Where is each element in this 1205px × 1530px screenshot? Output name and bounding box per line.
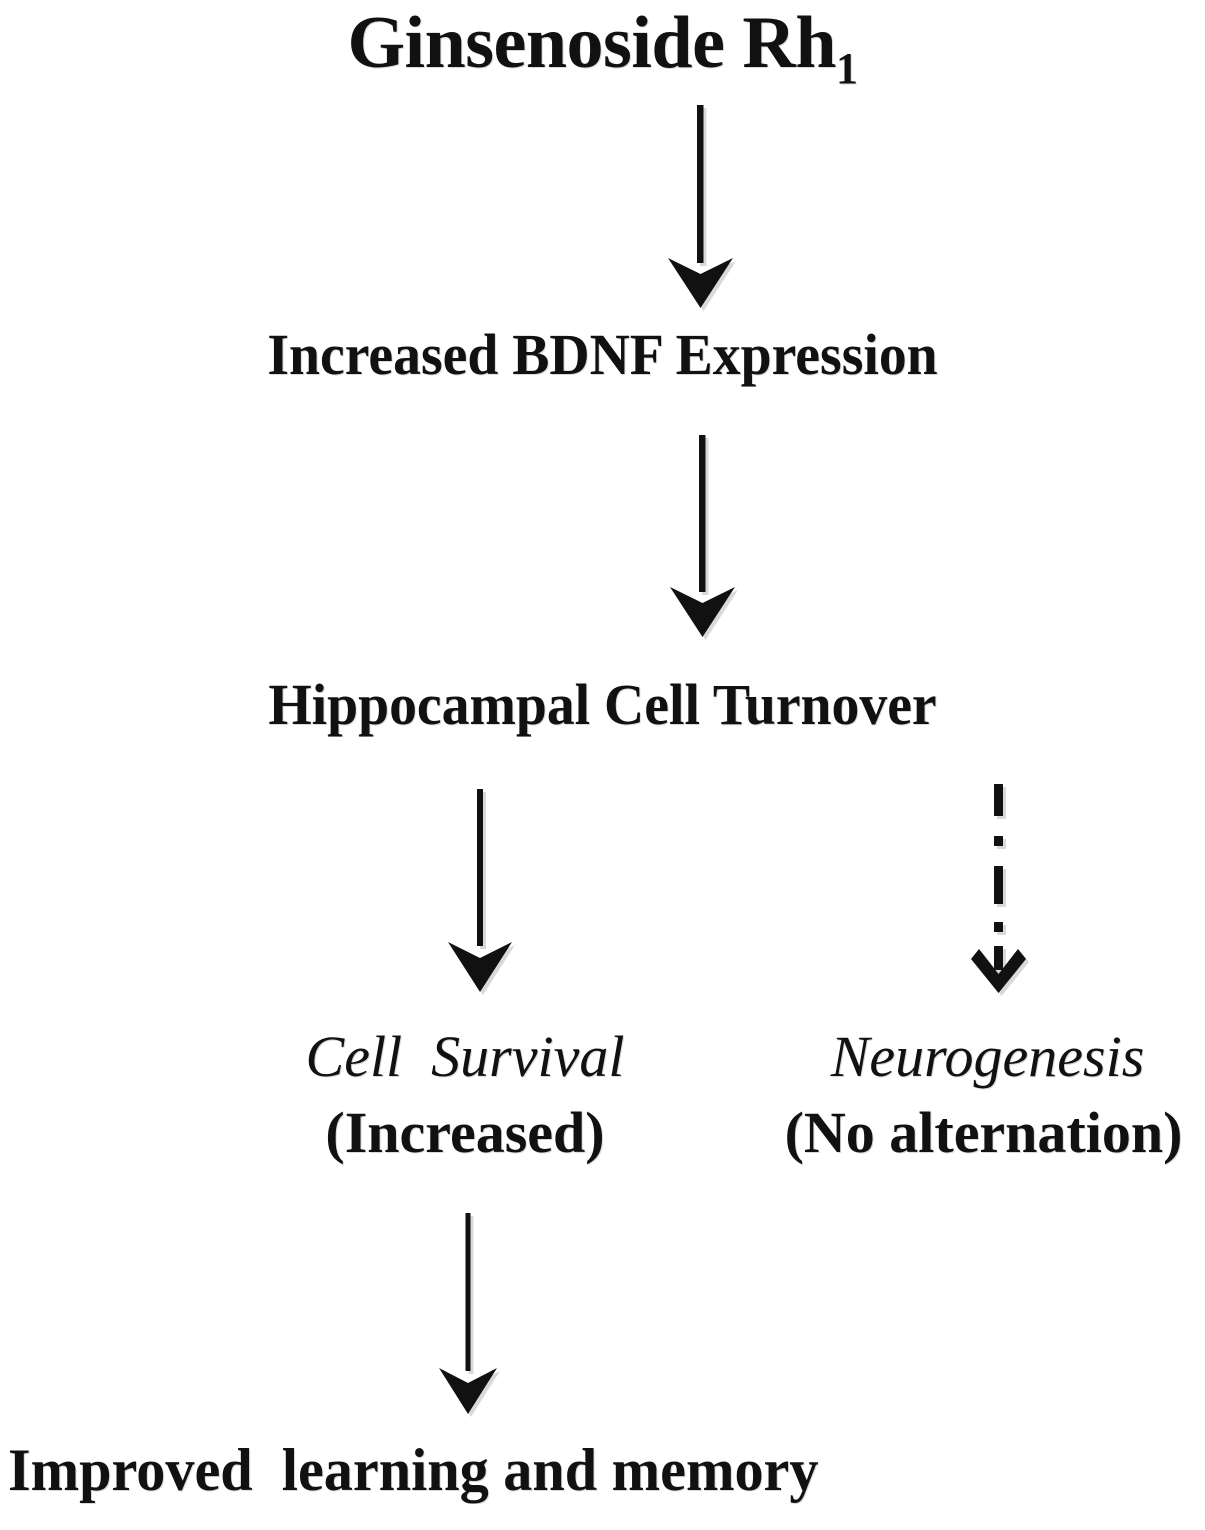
node-neurogenesis: Neurogenesis xyxy=(830,1024,1145,1089)
node-increased-bdnf-expression: Increased BDNF Expression xyxy=(267,322,938,387)
node-improved-learning-and-memory: Improved learning and memory xyxy=(8,1437,819,1503)
node-title-text: Ginsenoside Rh xyxy=(347,2,837,84)
node-cell-survival: Cell Survival xyxy=(305,1024,625,1089)
node-cell-survival-state: (Increased) xyxy=(325,1100,605,1165)
arrow-turnover-to-cell-survival xyxy=(448,789,515,995)
arrow-title-to-bdnf xyxy=(668,105,736,311)
arrow-turnover-to-neurogenesis xyxy=(971,784,1029,996)
arrow-bdnf-to-turnover xyxy=(670,435,738,640)
node-ginsenoside-rh1: Ginsenoside Rh1 xyxy=(0,6,1205,91)
node-neurogenesis-state: (No alternation) xyxy=(784,1100,1183,1165)
arrow-cell-survival-to-outcome xyxy=(439,1213,500,1417)
node-title-subscript: 1 xyxy=(836,44,858,93)
node-hippocampal-cell-turnover: Hippocampal Cell Turnover xyxy=(268,672,937,737)
